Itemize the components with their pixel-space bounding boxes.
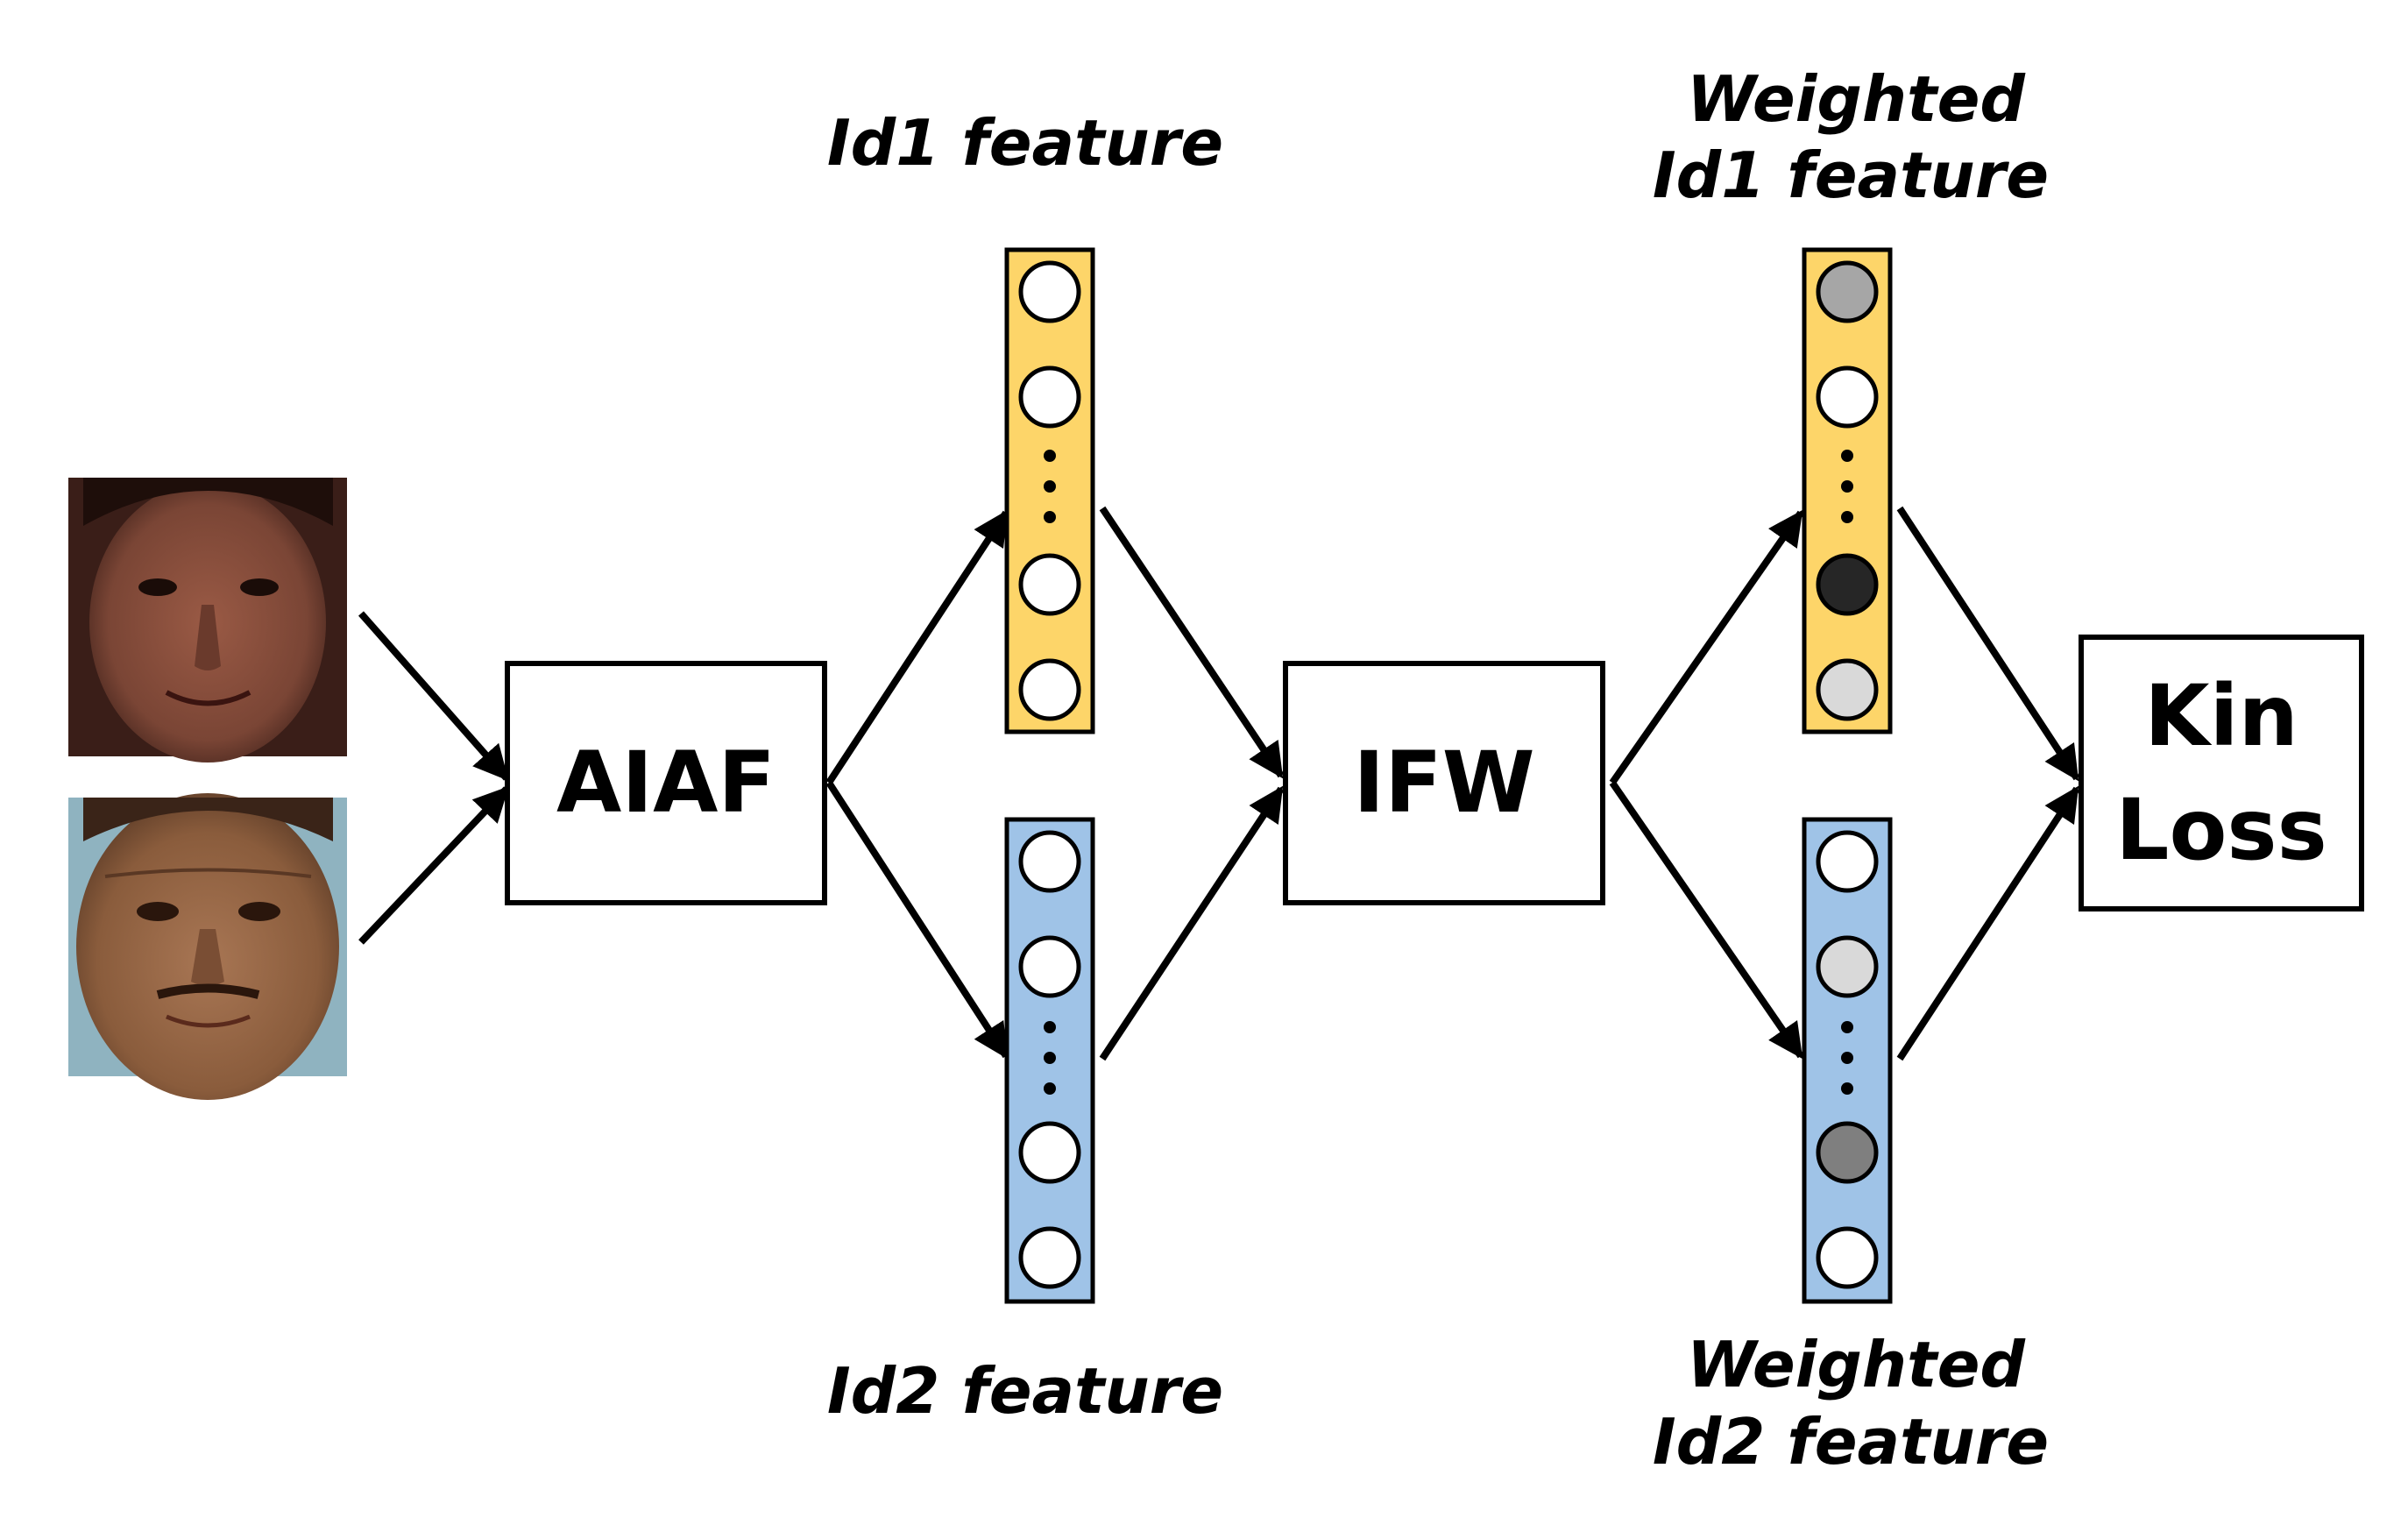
kin-loss-label-line1: Kin (2144, 667, 2298, 765)
ifw-box: IFW (1283, 661, 1605, 905)
id2-feature-label: Id2 feature (827, 1354, 1223, 1428)
arrow-wid2-to-kin-loss (1896, 785, 2080, 1061)
weighted-id1-node (1816, 365, 1879, 429)
id2-node (1018, 830, 1081, 893)
id1-node (1018, 658, 1081, 721)
eye-icon (240, 578, 279, 596)
ellipsis-dot (1841, 1052, 1853, 1064)
weighted-id2-node (1816, 830, 1879, 893)
weighted-id1-label-line2: Id1 feature (1653, 138, 2049, 212)
ellipsis-dot (1841, 511, 1853, 523)
id1-feature-label: Id1 feature (827, 106, 1223, 180)
id1-node (1018, 365, 1081, 429)
weighted-id2-label-line1: Weighted (1687, 1328, 2026, 1401)
kin-loss-box: Kin Loss (2079, 635, 2364, 911)
arrow-aiaf-to-id2 (825, 780, 1009, 1060)
ellipsis-dot (1841, 450, 1853, 462)
ellipsis-dot (1044, 450, 1056, 462)
weighted-id1-label-line1: Weighted (1687, 62, 2026, 136)
aiaf-box: AIAF (505, 661, 827, 905)
id1-node (1018, 260, 1081, 323)
face-image-old (68, 793, 347, 1100)
arrow-face1-to-aiaf (358, 611, 509, 781)
ellipsis-dot (1841, 480, 1853, 493)
weighted-id1-node (1816, 553, 1879, 616)
arrow-id2-to-ifw (1099, 785, 1285, 1061)
ellipsis-dot (1044, 511, 1056, 523)
weighted-id2-node (1816, 1226, 1879, 1289)
eye-icon (137, 902, 179, 921)
id1-node (1018, 553, 1081, 616)
weighted-id1-node (1816, 658, 1879, 721)
ellipsis-dot (1044, 1082, 1056, 1095)
weighted-id1-node (1816, 260, 1879, 323)
weighted-id1-feature-vector (1802, 247, 1893, 734)
face-image-young (68, 478, 347, 762)
aiaf-label: AIAF (556, 734, 776, 832)
weighted-id2-node (1816, 1121, 1879, 1184)
weighted-id2-label-line2: Id2 feature (1653, 1405, 2049, 1479)
arrow-wid1-to-kin-loss (1896, 506, 2080, 782)
ifw-label: IFW (1353, 734, 1534, 832)
id2-node (1018, 935, 1081, 998)
eye-icon (138, 578, 177, 596)
ellipsis-dot (1841, 1021, 1853, 1033)
arrow-ifw-to-wid1 (1609, 509, 1804, 785)
kin-loss-label-line2: Loss (2115, 781, 2327, 879)
id2-feature-vector (1004, 817, 1095, 1304)
arrow-id1-to-ifw (1099, 506, 1285, 779)
ellipsis-dot (1044, 480, 1056, 493)
eye-icon (238, 902, 280, 921)
id1-feature-vector (1004, 247, 1095, 734)
id2-node (1018, 1226, 1081, 1289)
id2-node (1018, 1121, 1081, 1184)
ellipsis-dot (1044, 1052, 1056, 1064)
arrow-aiaf-to-id1 (825, 509, 1009, 785)
weighted-id2-node (1816, 935, 1879, 998)
weighted-id2-feature-vector (1802, 817, 1893, 1304)
ellipsis-dot (1044, 1021, 1056, 1033)
arrow-face2-to-aiaf (358, 786, 509, 945)
arrow-ifw-to-wid2 (1609, 780, 1804, 1060)
ellipsis-dot (1841, 1082, 1853, 1095)
